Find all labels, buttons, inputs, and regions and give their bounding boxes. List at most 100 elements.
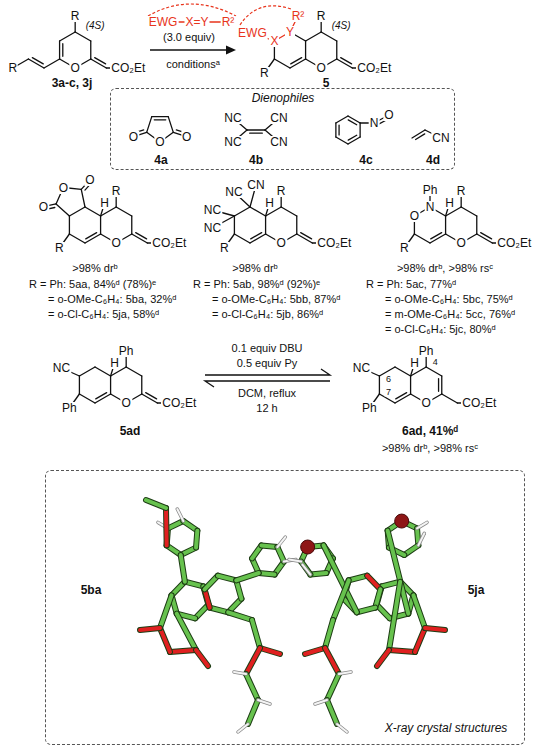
hydrogen-stick <box>418 533 424 545</box>
bond-line <box>445 216 446 234</box>
stick-outline <box>177 614 196 650</box>
stick-outline <box>163 508 170 545</box>
bond-line <box>410 376 411 394</box>
stick-bond <box>260 648 280 654</box>
text-label: 0.1 equiv DBU <box>231 343 304 354</box>
hydrogen-stick <box>277 537 285 547</box>
atom-label: O <box>38 201 49 213</box>
stick-bond <box>248 700 258 724</box>
stick-outline <box>181 555 185 582</box>
atom-label: NC <box>224 186 243 198</box>
atom-label: X <box>269 35 279 47</box>
atom-label: R <box>7 62 18 74</box>
stick-bond <box>146 500 166 508</box>
bond-line <box>348 120 356 125</box>
atom-label: H <box>264 197 275 209</box>
bond-line <box>147 117 152 133</box>
arrow-head <box>226 46 236 55</box>
stick-bond <box>246 674 258 700</box>
atom-label: CN <box>246 179 265 191</box>
stick-outline <box>301 562 310 575</box>
text-label: = o-OMe-C₆H₄: 5bb, 87%ᵈ <box>211 294 341 305</box>
hydrogen-stick <box>339 672 351 674</box>
text-label: R = Ph: 5ac, 77%ᵈ <box>365 279 457 290</box>
bond-line <box>274 59 290 68</box>
hydrogen-stick <box>177 509 183 521</box>
bond-line <box>305 41 306 59</box>
atom-label: (4S) <box>331 21 352 31</box>
atom-label: O <box>316 62 327 74</box>
hydrogen-stick <box>238 724 248 732</box>
stick-bond <box>389 650 415 652</box>
atom-label: CO₂Et <box>356 62 392 74</box>
atom-label: CN <box>269 112 288 124</box>
bond-line <box>79 376 80 394</box>
text-label: >98% drᵇ <box>71 263 118 274</box>
stick-outline <box>160 628 170 652</box>
compound-label: 6ad, 41%ᵈ <box>402 425 458 439</box>
atom-label: Y <box>285 26 295 38</box>
bond-line <box>234 216 235 234</box>
bond-line <box>62 44 63 57</box>
stick-outline <box>389 582 400 650</box>
stick-bond <box>415 628 425 652</box>
atom-label: N <box>425 201 436 213</box>
text-label: 0.5 equiv Py <box>236 358 299 369</box>
atom-label: O <box>58 182 69 194</box>
bond-line <box>69 207 85 216</box>
stick-outline <box>413 595 425 628</box>
atom-label: O <box>70 62 81 74</box>
atom-label: H <box>444 197 455 209</box>
atom-label: NC <box>352 362 371 374</box>
stick-bond <box>228 612 252 620</box>
bond-line <box>359 123 360 137</box>
text-label: 12 h <box>255 403 278 414</box>
bond-line <box>461 207 477 216</box>
stick-outline <box>248 700 258 724</box>
hydrogen-stick <box>417 522 427 528</box>
hydrogen-stick <box>238 724 248 732</box>
forward-half-arrow <box>205 369 330 375</box>
bond-line <box>56 204 69 216</box>
stick-bond <box>377 650 389 666</box>
hydrogen-stick <box>337 724 347 732</box>
bond-line <box>338 125 339 135</box>
compound-label: 4b <box>249 154 263 168</box>
bond-line <box>481 233 492 239</box>
stick-bond <box>160 628 170 652</box>
atom-label: H <box>409 357 420 369</box>
bond-line <box>336 137 348 144</box>
hydrogen-stick <box>258 700 270 704</box>
hydrogen-stick <box>339 672 351 674</box>
atom-label: CO₂Et <box>461 397 497 409</box>
bond-line <box>291 58 302 64</box>
text-label: R = Ph: 5aa, 84%ᵈ (78%)ᵉ <box>28 279 157 290</box>
atom-label: (4S) <box>85 21 106 31</box>
bond-line <box>32 58 43 64</box>
atom-label: R <box>276 185 287 197</box>
atom-label: EWG <box>237 27 268 39</box>
stick-outline <box>327 674 339 700</box>
dashed-panel: Dienophiles4a4b4c4d <box>110 88 455 170</box>
stick-outline <box>325 648 339 674</box>
text-label: = o-OMe-C₆H₄: 5bc, 75%ᵈ <box>384 294 514 305</box>
bond-line <box>335 123 336 137</box>
compound-label: 4c <box>359 154 372 168</box>
stick-outline <box>325 620 333 648</box>
bond-line <box>441 376 442 394</box>
bond-line <box>476 216 477 234</box>
chlorine-atom <box>395 514 409 528</box>
bond-line <box>141 376 142 394</box>
bond-line <box>86 233 97 239</box>
stick-bond <box>140 628 160 630</box>
atom-label: CO₂Et <box>316 237 352 249</box>
compound-label: >98% drᵇ, >98% rsᶜ <box>382 442 478 455</box>
stick-outline <box>246 648 260 674</box>
stick-outline <box>377 650 389 666</box>
hydrogen-stick <box>302 565 310 575</box>
stick-bond <box>327 700 337 724</box>
bond-line <box>100 216 101 234</box>
bond-line <box>234 207 250 216</box>
atom-label: NC <box>223 136 242 148</box>
atom-label: Ph <box>418 345 435 357</box>
